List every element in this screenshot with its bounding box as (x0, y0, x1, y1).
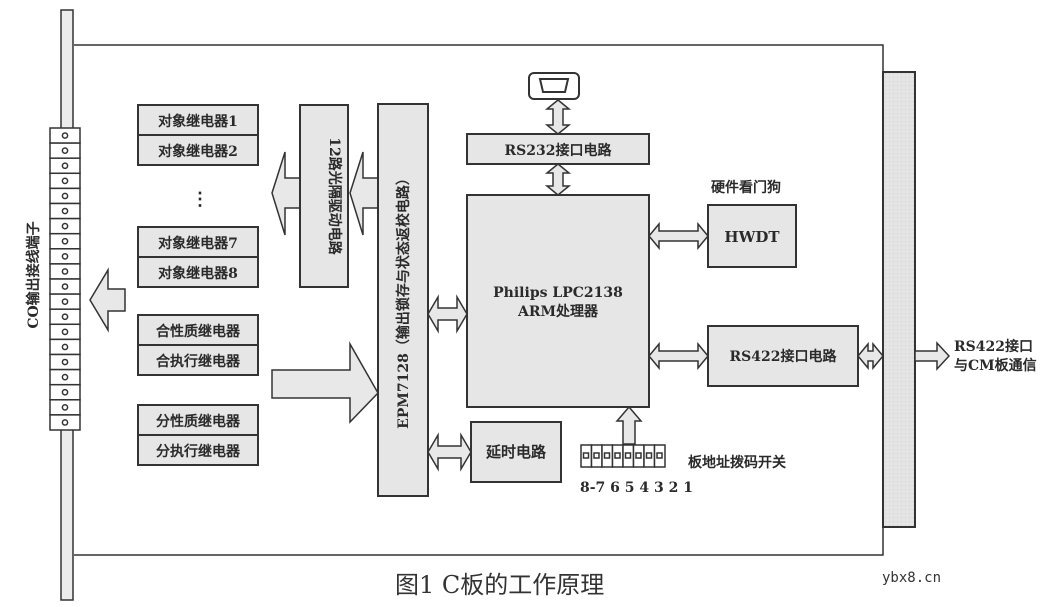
close-property-relay-label: 合性质继电器 (156, 323, 241, 340)
open-exec-relay-label: 分执行继电器 (156, 443, 241, 460)
hwdt-block (707, 204, 797, 268)
dip-switch-knob-icon (624, 452, 632, 459)
rs232-label: RS232接口电路 (505, 142, 613, 159)
opto-driver-block (299, 104, 349, 288)
terminal-screw-icon (61, 192, 69, 200)
arrow-rs422-backplane (857, 341, 884, 371)
delay-label: 延时电路 (485, 443, 547, 461)
dip-switch-numbers: 8-7 6 5 4 3 2 1 (580, 480, 693, 496)
cpu-block (466, 194, 650, 408)
opto-driver-label: 12路光隔驱动电路 (326, 137, 343, 255)
relay-box-2 (137, 134, 259, 166)
dip-switch-label: 板地址拨码开关 (688, 454, 786, 471)
terminal-screw-icon (61, 177, 69, 185)
cpu-label-line2: ARM处理器 (517, 303, 599, 320)
dip-switch-knob-icon (603, 452, 611, 459)
terminal-screw-icon (61, 343, 69, 351)
terminal-screw-icon (61, 207, 69, 215)
rs422-block (707, 325, 859, 387)
figure-caption: 图1 C板的工作原理 (395, 571, 604, 599)
terminal-screw-icon (61, 328, 69, 336)
epm7128-label: EPM7128（输出锁存与状态返校电路） (395, 171, 412, 429)
terminal-screw-icon (61, 237, 69, 245)
watermark: ybx8.cn (882, 570, 941, 586)
open-relay-group: 分性质继电器 分执行继电器 (137, 404, 259, 466)
dip-switch-knob-icon (635, 452, 642, 459)
delay-block (470, 421, 562, 483)
terminal-block (49, 127, 81, 431)
arrow-opto-to-relays (271, 151, 301, 236)
terminal-screw-icon (61, 253, 69, 260)
dip-switch-knob-icon (582, 452, 590, 459)
cpu-label-line1: Philips LPC2138 (493, 285, 623, 301)
close-exec-relay-label: 合执行继电器 (156, 353, 241, 370)
terminal-label: CO输出接线端子 (25, 221, 42, 328)
rs422-label: RS422接口电路 (730, 348, 838, 365)
arrow-relays-to-epm (271, 341, 379, 424)
relay-label-7: 对象继电器7 (158, 235, 238, 252)
hwdt-title: 硬件看门狗 (711, 179, 781, 196)
front-panel-bar-lower (60, 424, 74, 601)
open-property-relay-label: 分性质继电器 (156, 413, 241, 430)
epm7128-block (377, 103, 429, 497)
external-rs422-line2: 与CM板通信 (954, 357, 1037, 374)
hwdt-label: HWDT (724, 228, 780, 246)
arrow-dip-to-cpu (615, 405, 643, 445)
terminal-screw-icon (61, 313, 69, 321)
relay-label-1: 对象继电器1 (158, 113, 238, 130)
terminal-screw-icon (61, 298, 69, 305)
dip-switch-knob-icon (593, 452, 600, 459)
dip-switch-knob-icon (656, 452, 663, 459)
terminal-screw-icon (61, 358, 69, 366)
arrow-rs232-cpu (544, 163, 572, 196)
arrow-connector-rs232 (544, 99, 572, 135)
open-property-relay-box (137, 404, 259, 436)
terminal-screw-icon (61, 268, 69, 275)
dip-switch-knob-icon (645, 452, 653, 459)
serial-connector-icon (528, 72, 580, 100)
close-property-relay-box (137, 314, 259, 346)
terminal-screw-icon (61, 147, 69, 154)
backplane-connector (882, 71, 916, 528)
terminal-screw-icon (61, 222, 69, 230)
relay-box-8 (137, 256, 259, 288)
terminal-screw-icon (61, 132, 69, 139)
close-relay-group: 合性质继电器 合执行继电器 (137, 314, 259, 376)
terminal-screw-icon (61, 373, 69, 381)
address-dip-switch (580, 444, 666, 468)
arrow-epm-to-opto (349, 151, 379, 236)
external-rs422-line1: RS422接口 (954, 338, 1033, 355)
terminal-screw-icon (61, 162, 69, 170)
close-exec-relay-box (137, 344, 259, 376)
arrow-epm-cpu (427, 294, 468, 334)
terminal-screw-icon (61, 388, 69, 396)
terminal-screw-icon (61, 283, 69, 290)
rs232-block (466, 133, 650, 165)
object-relay-group: 对象继电器1 对象继电器2 ⋮ 对象继电器7 对象继电器8 (137, 104, 259, 288)
arrow-backplane-external (914, 341, 951, 371)
arrow-epm-delay (427, 432, 472, 472)
relay-label-2: 对象继电器2 (158, 143, 238, 160)
open-exec-relay-box (137, 434, 259, 466)
relay-ellipsis: ⋮ (191, 189, 209, 210)
terminal-screw-icon (61, 419, 69, 426)
arrow-to-terminal (89, 267, 126, 333)
terminal-screw-icon (61, 404, 69, 411)
relay-label-8: 对象继电器8 (158, 265, 238, 282)
arrow-cpu-hwdt (648, 221, 709, 251)
dip-switch-knob-icon (614, 452, 621, 459)
arrow-cpu-rs422 (648, 341, 709, 371)
